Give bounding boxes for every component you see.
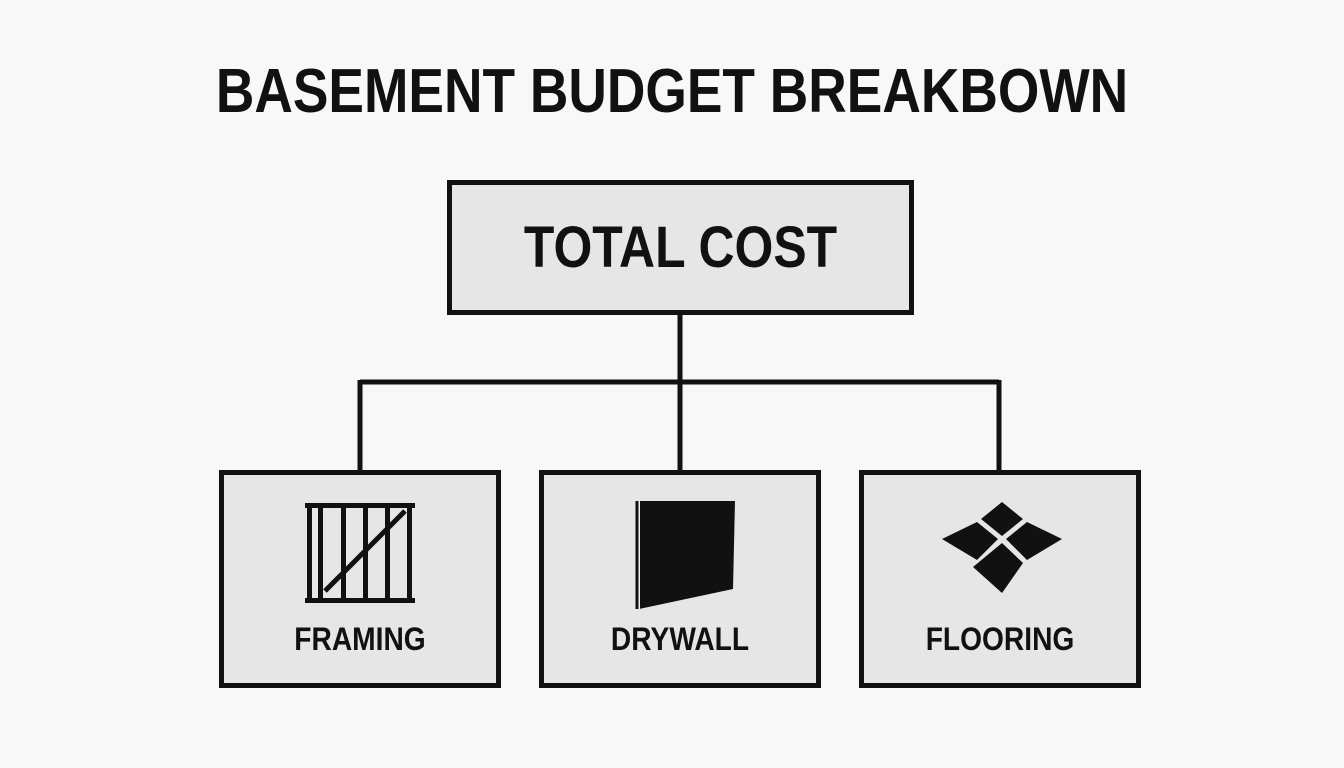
- drywall-label: DRYWALL: [610, 621, 750, 657]
- framing-label: FRAMING: [294, 621, 426, 657]
- framing-node: FRAMING: [219, 470, 501, 688]
- total-cost-node: TOTAL COST: [447, 180, 914, 315]
- drywall-node: DRYWALL: [539, 470, 821, 688]
- flooring-label: FLOORING: [925, 621, 1075, 657]
- floor-tiles-icon: [942, 502, 1062, 593]
- diagram-title: BASEMENT BUDGET BREAKBOWN: [215, 57, 1129, 126]
- drywall-panel-icon: [635, 501, 735, 609]
- total-cost-label: TOTAL COST: [523, 215, 838, 280]
- flooring-node: FLOORING: [859, 470, 1141, 688]
- wall-framing-icon: [305, 503, 415, 603]
